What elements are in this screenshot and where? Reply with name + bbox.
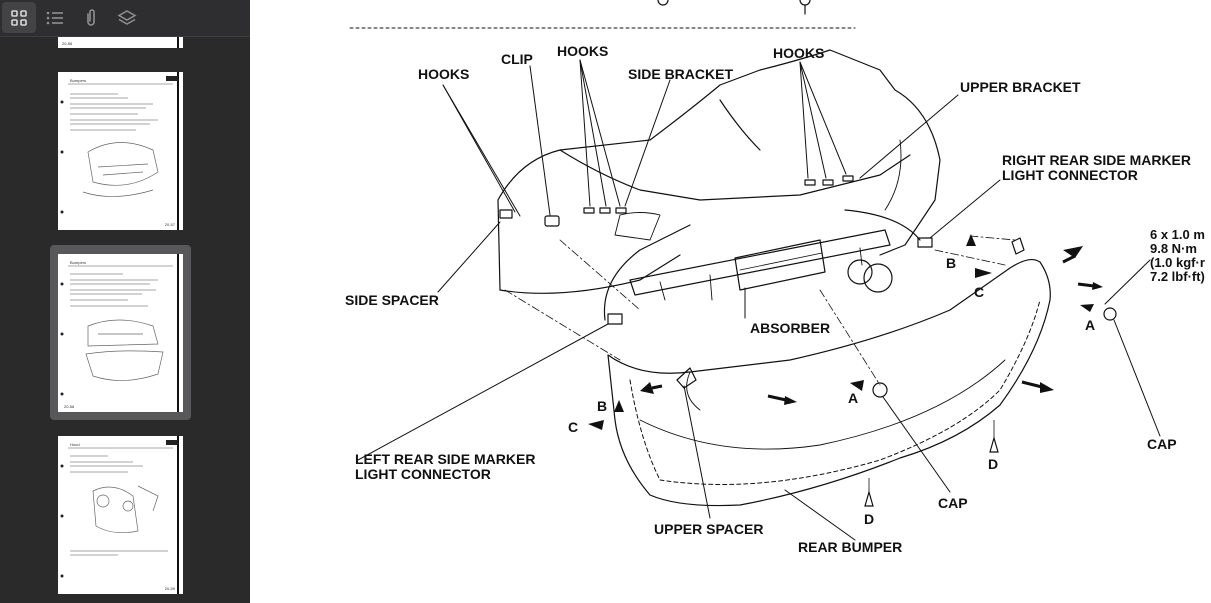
page-heading: Hood [70, 442, 80, 447]
rear-bumper-label: REAR BUMPER [798, 539, 903, 555]
list-icon [46, 11, 63, 24]
layers-icon [117, 9, 137, 25]
upper-spacer-label: UPPER SPACER [654, 521, 764, 537]
page-thumbnail-3[interactable]: Bumpers 20-58 [58, 254, 183, 412]
page-thumbnail-2[interactable]: Bumpers 20-57 [58, 72, 183, 230]
right-marker-connector-label: RIGHT REAR SIDE MARKER LIGHT CONNECTOR [1002, 152, 1192, 183]
thumbnail-sidebar: 20-56 Bumpers 20-57 [0, 0, 250, 603]
attachments-button[interactable] [74, 2, 108, 33]
hooks-right-label: HOOKS [773, 45, 825, 61]
sidebar-toolbar [0, 0, 250, 37]
document-page-view: HOOKS CLIP HOOKS SIDE BRACKET HOOKS UPPE… [250, 0, 1211, 603]
left-marker-connector-label: LEFT REAR SIDE MARKER LIGHT CONNECTOR [355, 451, 536, 482]
reference-b-right: B [946, 255, 957, 271]
page-thumbnail-1[interactable]: 20-56 [58, 37, 183, 48]
page-number: 20-57 [164, 222, 175, 227]
thumbnails-button[interactable] [2, 2, 36, 33]
upper-bracket-label: UPPER BRACKET [960, 79, 1081, 95]
reference-b-left: B [597, 398, 608, 414]
reference-d-right: D [988, 456, 999, 472]
grid-icon [11, 9, 27, 26]
hooks-left-label: HOOKS [418, 66, 470, 82]
page-heading: Bumpers [70, 260, 87, 265]
cap-center-label: CAP [938, 495, 968, 511]
torque-spec-line-4: 7.2 lbf·ft) [1150, 269, 1205, 284]
page-thumbnail-4[interactable]: Hood 20-59 [58, 436, 183, 594]
paperclip-icon [87, 8, 95, 26]
torque-spec-line-1: 6 x 1.0 m [1150, 227, 1205, 242]
page-number: 20-56 [62, 41, 73, 46]
reference-c-left: C [568, 419, 579, 435]
hooks-center-label: HOOKS [557, 43, 609, 59]
torque-spec-line-3: (1.0 kgf·r [1150, 255, 1205, 270]
absorber-label: ABSORBER [750, 320, 831, 336]
side-spacer-label: SIDE SPACER [345, 292, 439, 308]
torque-spec-line-2: 9.8 N·m [1150, 241, 1197, 256]
layers-button[interactable] [110, 2, 144, 33]
reference-c-right: C [974, 284, 985, 300]
page-heading: Bumpers [70, 78, 87, 83]
cap-right-label: CAP [1147, 436, 1177, 452]
reference-d-center: D [864, 511, 875, 527]
reference-a-right: A [1085, 317, 1096, 333]
clip-label: CLIP [501, 51, 533, 67]
page-number: 20-58 [64, 404, 75, 409]
page-number: 20-59 [164, 586, 175, 591]
reference-a-center: A [848, 390, 859, 406]
rear-bumper-diagram [349, 0, 1161, 541]
side-bracket-label: SIDE BRACKET [628, 66, 734, 82]
outline-button[interactable] [38, 2, 72, 33]
